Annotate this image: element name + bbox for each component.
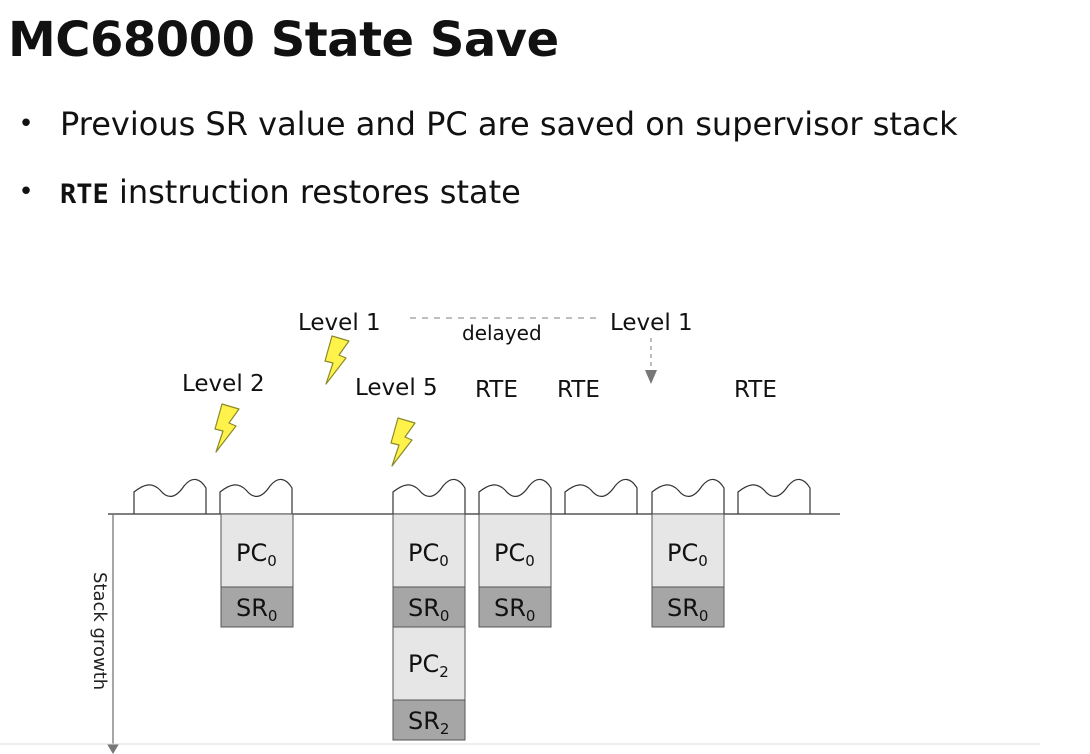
execution-segment-4 bbox=[478, 478, 552, 515]
sr-subscript: 0 bbox=[440, 607, 450, 625]
sr0-cell bbox=[651, 586, 725, 628]
pc0-cell bbox=[478, 513, 552, 588]
bullet-item-1: • Previous SR value and PC are saved on … bbox=[16, 104, 958, 144]
sr0-cell bbox=[392, 586, 466, 628]
pc-label: PC bbox=[408, 539, 439, 567]
svg-text:SR0: SR0 bbox=[494, 594, 535, 625]
event-level2: Level 2 bbox=[182, 371, 265, 397]
event-level1-first: Level 1 bbox=[298, 310, 381, 336]
sr-label: SR bbox=[408, 707, 440, 735]
bullet-text: Previous SR value and PC are saved on su… bbox=[60, 105, 958, 143]
event-rte-3: RTE bbox=[734, 377, 777, 403]
sr-label: SR bbox=[494, 594, 526, 622]
pc-subscript: 0 bbox=[525, 552, 535, 570]
execution-segment-2 bbox=[219, 478, 293, 515]
pc-label: PC bbox=[494, 539, 525, 567]
svg-text:SR0: SR0 bbox=[667, 594, 708, 625]
pc0-cell bbox=[220, 513, 294, 588]
interrupt-bolt-level1-icon bbox=[324, 335, 350, 385]
interrupt-bolt-level5-icon bbox=[390, 417, 416, 467]
svg-text:PC0: PC0 bbox=[494, 539, 535, 570]
execution-segment-3 bbox=[392, 478, 466, 515]
stack-frame-3: PC0 SR0 bbox=[478, 513, 552, 628]
execution-segment-7 bbox=[737, 478, 811, 515]
sr0-cell bbox=[478, 586, 552, 628]
stack-growth-arrow-icon bbox=[107, 744, 119, 754]
rte-code: RTE bbox=[60, 179, 109, 210]
sr-subscript: 0 bbox=[268, 607, 278, 625]
pc-label: PC bbox=[408, 650, 439, 678]
event-rte-1: RTE bbox=[475, 377, 518, 403]
svg-text:SR0: SR0 bbox=[408, 594, 449, 625]
svg-text:PC2: PC2 bbox=[408, 650, 449, 681]
stack-frame-4: PC0 SR0 bbox=[651, 513, 725, 628]
execution-segment-5 bbox=[564, 478, 638, 515]
stack-frame-1: PC0 SR0 bbox=[220, 513, 294, 628]
pc0-cell bbox=[651, 513, 725, 588]
sr0-cell bbox=[220, 586, 294, 628]
svg-text:PC0: PC0 bbox=[408, 539, 449, 570]
sr-label: SR bbox=[236, 594, 268, 622]
sr-subscript: 2 bbox=[440, 720, 450, 738]
svg-text:SR0: SR0 bbox=[236, 594, 277, 625]
bullet-marker: • bbox=[18, 109, 34, 139]
slide-title: MC68000 State Save bbox=[8, 12, 559, 68]
pc-subscript: 2 bbox=[439, 663, 449, 681]
bullet-text: instruction restores state bbox=[108, 173, 521, 211]
pc2-cell bbox=[392, 626, 466, 701]
delayed-label: delayed bbox=[462, 321, 542, 345]
svg-text:PC0: PC0 bbox=[667, 539, 708, 570]
pc-subscript: 0 bbox=[267, 552, 277, 570]
svg-text:SR2: SR2 bbox=[408, 707, 449, 738]
execution-segment-1 bbox=[133, 478, 207, 515]
stack-frame-2: PC0 SR0 PC2 SR2 bbox=[392, 513, 466, 741]
bullet-item-2: • RTE instruction restores state bbox=[16, 172, 958, 212]
execution-segment-6 bbox=[651, 478, 725, 515]
sr-subscript: 0 bbox=[699, 607, 709, 625]
interrupt-bolt-level2-icon bbox=[214, 403, 240, 453]
sr-label: SR bbox=[667, 594, 699, 622]
sr-label: SR bbox=[408, 594, 440, 622]
pc-subscript: 0 bbox=[698, 552, 708, 570]
pc-subscript: 0 bbox=[439, 552, 449, 570]
svg-text:PC0: PC0 bbox=[236, 539, 277, 570]
sr-subscript: 0 bbox=[526, 607, 536, 625]
event-rte-2: RTE bbox=[557, 377, 600, 403]
delay-arrow-head bbox=[645, 370, 657, 384]
event-level1-second: Level 1 bbox=[610, 310, 693, 336]
bullet-list: • Previous SR value and PC are saved on … bbox=[16, 104, 958, 240]
pc-label: PC bbox=[236, 539, 267, 567]
sr2-cell bbox=[392, 699, 466, 741]
bullet-marker: • bbox=[18, 177, 34, 207]
pc-label: PC bbox=[667, 539, 698, 567]
stack-growth-label: Stack growth bbox=[89, 572, 110, 690]
event-level5: Level 5 bbox=[355, 375, 438, 401]
